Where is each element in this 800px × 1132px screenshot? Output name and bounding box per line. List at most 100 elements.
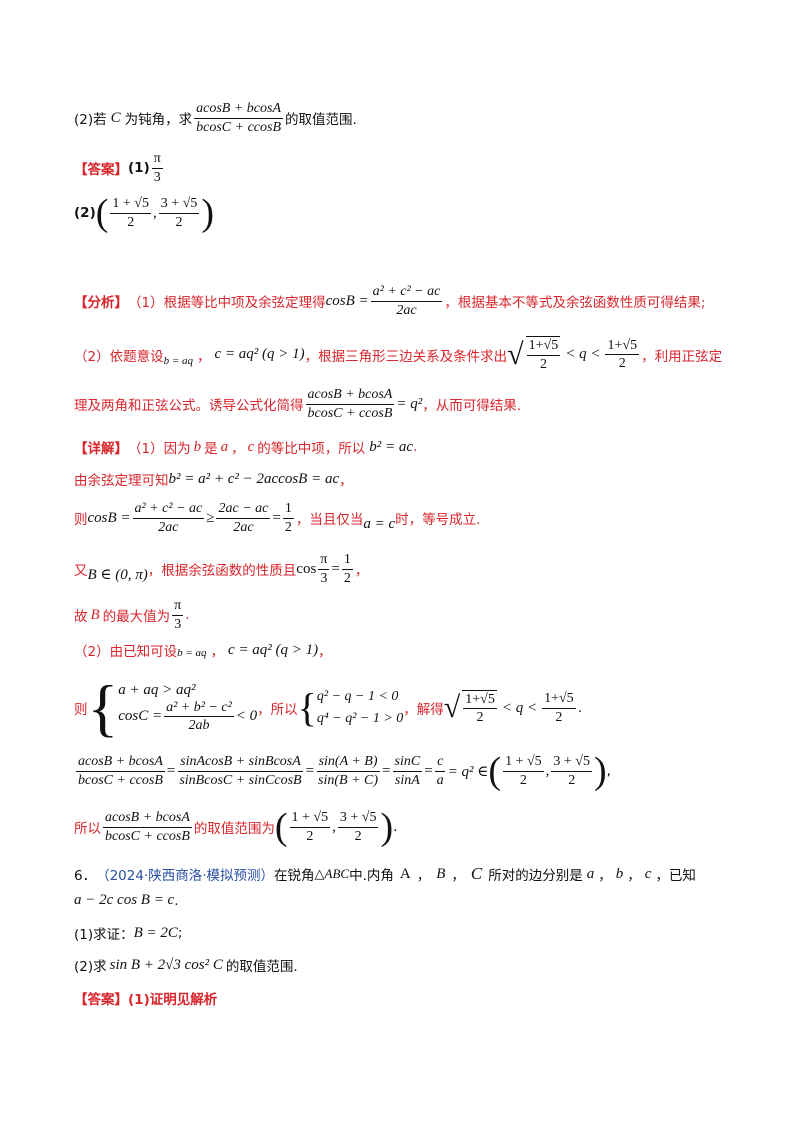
detail7-t2: q⁴ − q² − 1 > 0 — [316, 711, 404, 726]
question-6-cond: a − 2c cos B = c . — [74, 892, 179, 909]
analysis1-cos: cosB = — [325, 292, 369, 309]
analysis2-c-eq: c = aq² (q > 1) — [214, 346, 305, 362]
detail7-s2-cos: cosC = — [118, 708, 163, 724]
detail8-f4d: sinA — [394, 772, 420, 788]
detail1-a: （1）因为 — [128, 441, 191, 457]
detail4-hn: 1 — [341, 551, 353, 570]
detail1-b: 是 — [204, 441, 218, 457]
close-paren: ) — [201, 192, 214, 234]
analysis1-b: ，根据基本不等式及余弦函数性质可得结果; — [444, 295, 706, 311]
q6-1-eq: B = 2C — [133, 924, 178, 941]
detail3-n1: a² + c² − ac — [132, 500, 205, 519]
detail-line-2: 由余弦定理可知 b² = a² + c² − 2accosB = ac ， — [74, 470, 353, 490]
detail-line-6: （2）由已知可设 b = aq ， c = aq² (q > 1) ， — [74, 641, 332, 661]
analysis2-r-frac: 1+√5 2 — [605, 337, 640, 373]
detail4-pi-frac: π 3 — [318, 551, 330, 587]
q2-fraction: acosB + bcosA bcosC + ccosB — [194, 100, 284, 136]
analysis2-b-eq: b = aq — [163, 354, 194, 367]
detail9-b: 的取值范围为 — [193, 821, 275, 837]
detail8-f4: sinC sinA — [392, 753, 423, 789]
answer-6-line: 【答案】 (1)证明见解析 — [74, 988, 217, 1008]
detail9-in-a: 1 + √5 2 — [289, 809, 331, 845]
detail5-pd: 3 — [174, 616, 182, 632]
answer-line-1: 【答案】 (1) π 3 — [74, 150, 165, 186]
answer1-num: π — [151, 150, 163, 169]
detail9-num: acosB + bcosA — [103, 809, 192, 828]
detail2-eq: b² = a² + c² − 2accosB = ac — [168, 470, 340, 487]
question-6-part2: (2)求 sin B + 2√3 cos² C 的取值范围. — [74, 955, 298, 976]
detail3-frac3: 1 2 — [282, 500, 294, 536]
analysis2-r-den: 2 — [618, 356, 626, 371]
detail1-eq: b² = ac — [369, 438, 414, 455]
q6-tri: △ABC — [314, 866, 350, 881]
analysis-line-1: 【分析】 （1）根据等比中项及余弦定理得 cosB = a² + c² − ac… — [74, 283, 705, 319]
question-6-line: 6． （2024·陕西商洛·模拟预测） 在锐角 △ABC 中.内角 A， B， … — [74, 864, 696, 884]
detail7-s2-den: 2ab — [188, 718, 210, 733]
detail-line-9: 所以 acosB + bcosA bcosC + ccosB 的取值范围为 ( … — [74, 806, 398, 848]
detail-line-3: 则 cosB = a² + c² − ac 2ac ≥ 2ac − ac 2ac… — [74, 500, 480, 536]
detail7-a: 则 — [74, 702, 88, 718]
detail7-sqrt-frac: 1+√5 2 — [462, 689, 497, 727]
detail4-eq: = — [331, 560, 340, 577]
detail3-n2: 2ac − ac — [216, 500, 271, 519]
detail3-c: 时，等号成立. — [395, 512, 481, 528]
analysis2-sqrt-num: 1+√5 — [526, 337, 561, 356]
detail8-f2n: sinAcosB + sinBcosA — [178, 753, 303, 772]
q6-2-a: (2)求 — [74, 959, 107, 975]
question-6-part1: (1)求证： B = 2C ; — [74, 924, 183, 944]
answer6-label: 【答案】 — [74, 992, 128, 1008]
analysis2-c: ，利用正弦定 — [641, 348, 723, 365]
analysis3-eq: = q² — [396, 395, 423, 412]
detail8-f5n: c — [435, 753, 446, 772]
detail8-in-a-num: 1 + √5 — [503, 753, 544, 772]
detail5-a: 故 — [74, 609, 88, 625]
q2-var-c: C — [110, 109, 121, 126]
analysis1-fraction: a² + c² − ac 2ac — [370, 283, 443, 319]
detail-line-7: 则 { a + aq > aq² cosC = a² + b² − c² 2ab… — [74, 672, 582, 743]
analysis3-num: acosB + bcosA — [305, 386, 395, 405]
detail5-pn: π — [172, 597, 184, 616]
detail7-r-frac: 1+√5 2 — [542, 690, 576, 726]
detail8-f3n: sin(A + B) — [316, 753, 380, 772]
answer1-fraction: π 3 — [151, 150, 163, 186]
detail3-d3: 2 — [284, 519, 292, 535]
detail7-r-num: 1+√5 — [542, 690, 576, 709]
detail9-a: 所以 — [74, 821, 101, 837]
answer2-frac-a: 1 + √5 2 — [110, 195, 151, 231]
q2-mid: 为钝角，求 — [124, 112, 193, 128]
detail3-d1: 2ac — [158, 519, 179, 535]
detail3-a: 则 — [74, 512, 88, 528]
analysis-line-3: 理及两角和正弦公式。诱导公式化简得 acosB + bcosA bcosC + … — [74, 386, 521, 422]
answer-line-2: (2) ( 1 + √5 2 , 3 + √5 2 ) — [74, 194, 214, 232]
detail4-half-frac: 1 2 — [341, 551, 353, 587]
q6-2-b: 的取值范围. — [225, 959, 298, 975]
answer2-a-num: 1 + √5 — [110, 195, 151, 214]
answer-label: 【答案】 — [74, 162, 128, 178]
detail3-ge: ≥ — [206, 509, 215, 526]
detail3-ac: a = c — [363, 515, 396, 532]
detail7-s2-num: a² + b² − c² — [164, 699, 234, 717]
q6-num: 6． — [74, 868, 97, 884]
q6-a: 在锐角 — [274, 868, 315, 884]
detail-line-5: 故 B 的最大值为 π 3 . — [74, 597, 190, 632]
answer1-prefix: (1) — [128, 160, 150, 176]
q6-2-expr: sin B + 2√3 cos² C — [109, 956, 223, 973]
detail8-f1: acosB + bcosA bcosC + ccosB — [76, 753, 165, 789]
analysis3-a: 理及两角和正弦公式。诱导公式化简得 — [74, 398, 304, 414]
answer1-den: 3 — [153, 169, 161, 185]
detail9-in-a-num: 1 + √5 — [289, 809, 331, 828]
detail3-frac1: a² + c² − ac 2ac — [132, 500, 205, 536]
analysis-line-2: （2）依题意设 b = aq ， c = aq² (q > 1) ，根据三角形三… — [74, 336, 723, 373]
detail7-s1: a + aq > aq² — [118, 681, 196, 698]
detail8-f5d: a — [436, 772, 444, 788]
detail7-s2-lt: < 0 — [235, 708, 258, 724]
answer2-prefix: (2) — [74, 205, 96, 221]
detail-line-4: 又 B ∈ (0, π) ，根据余弦函数的性质且 cos π 3 = 1 2 ， — [74, 551, 369, 587]
detail8-in-a-den: 2 — [519, 772, 527, 788]
analysis2-a: （2）依题意设 — [74, 348, 164, 365]
detail7-system1: a + aq > aq² cosC = a² + b² − c² 2ab < 0 — [118, 682, 257, 735]
q2-frac-num: acosB + bcosA — [194, 100, 284, 119]
q2-suffix: 的取值范围. — [285, 112, 357, 128]
analysis-label: 【分析】 — [74, 295, 128, 311]
q6-1-a: (1)求证： — [74, 927, 134, 943]
